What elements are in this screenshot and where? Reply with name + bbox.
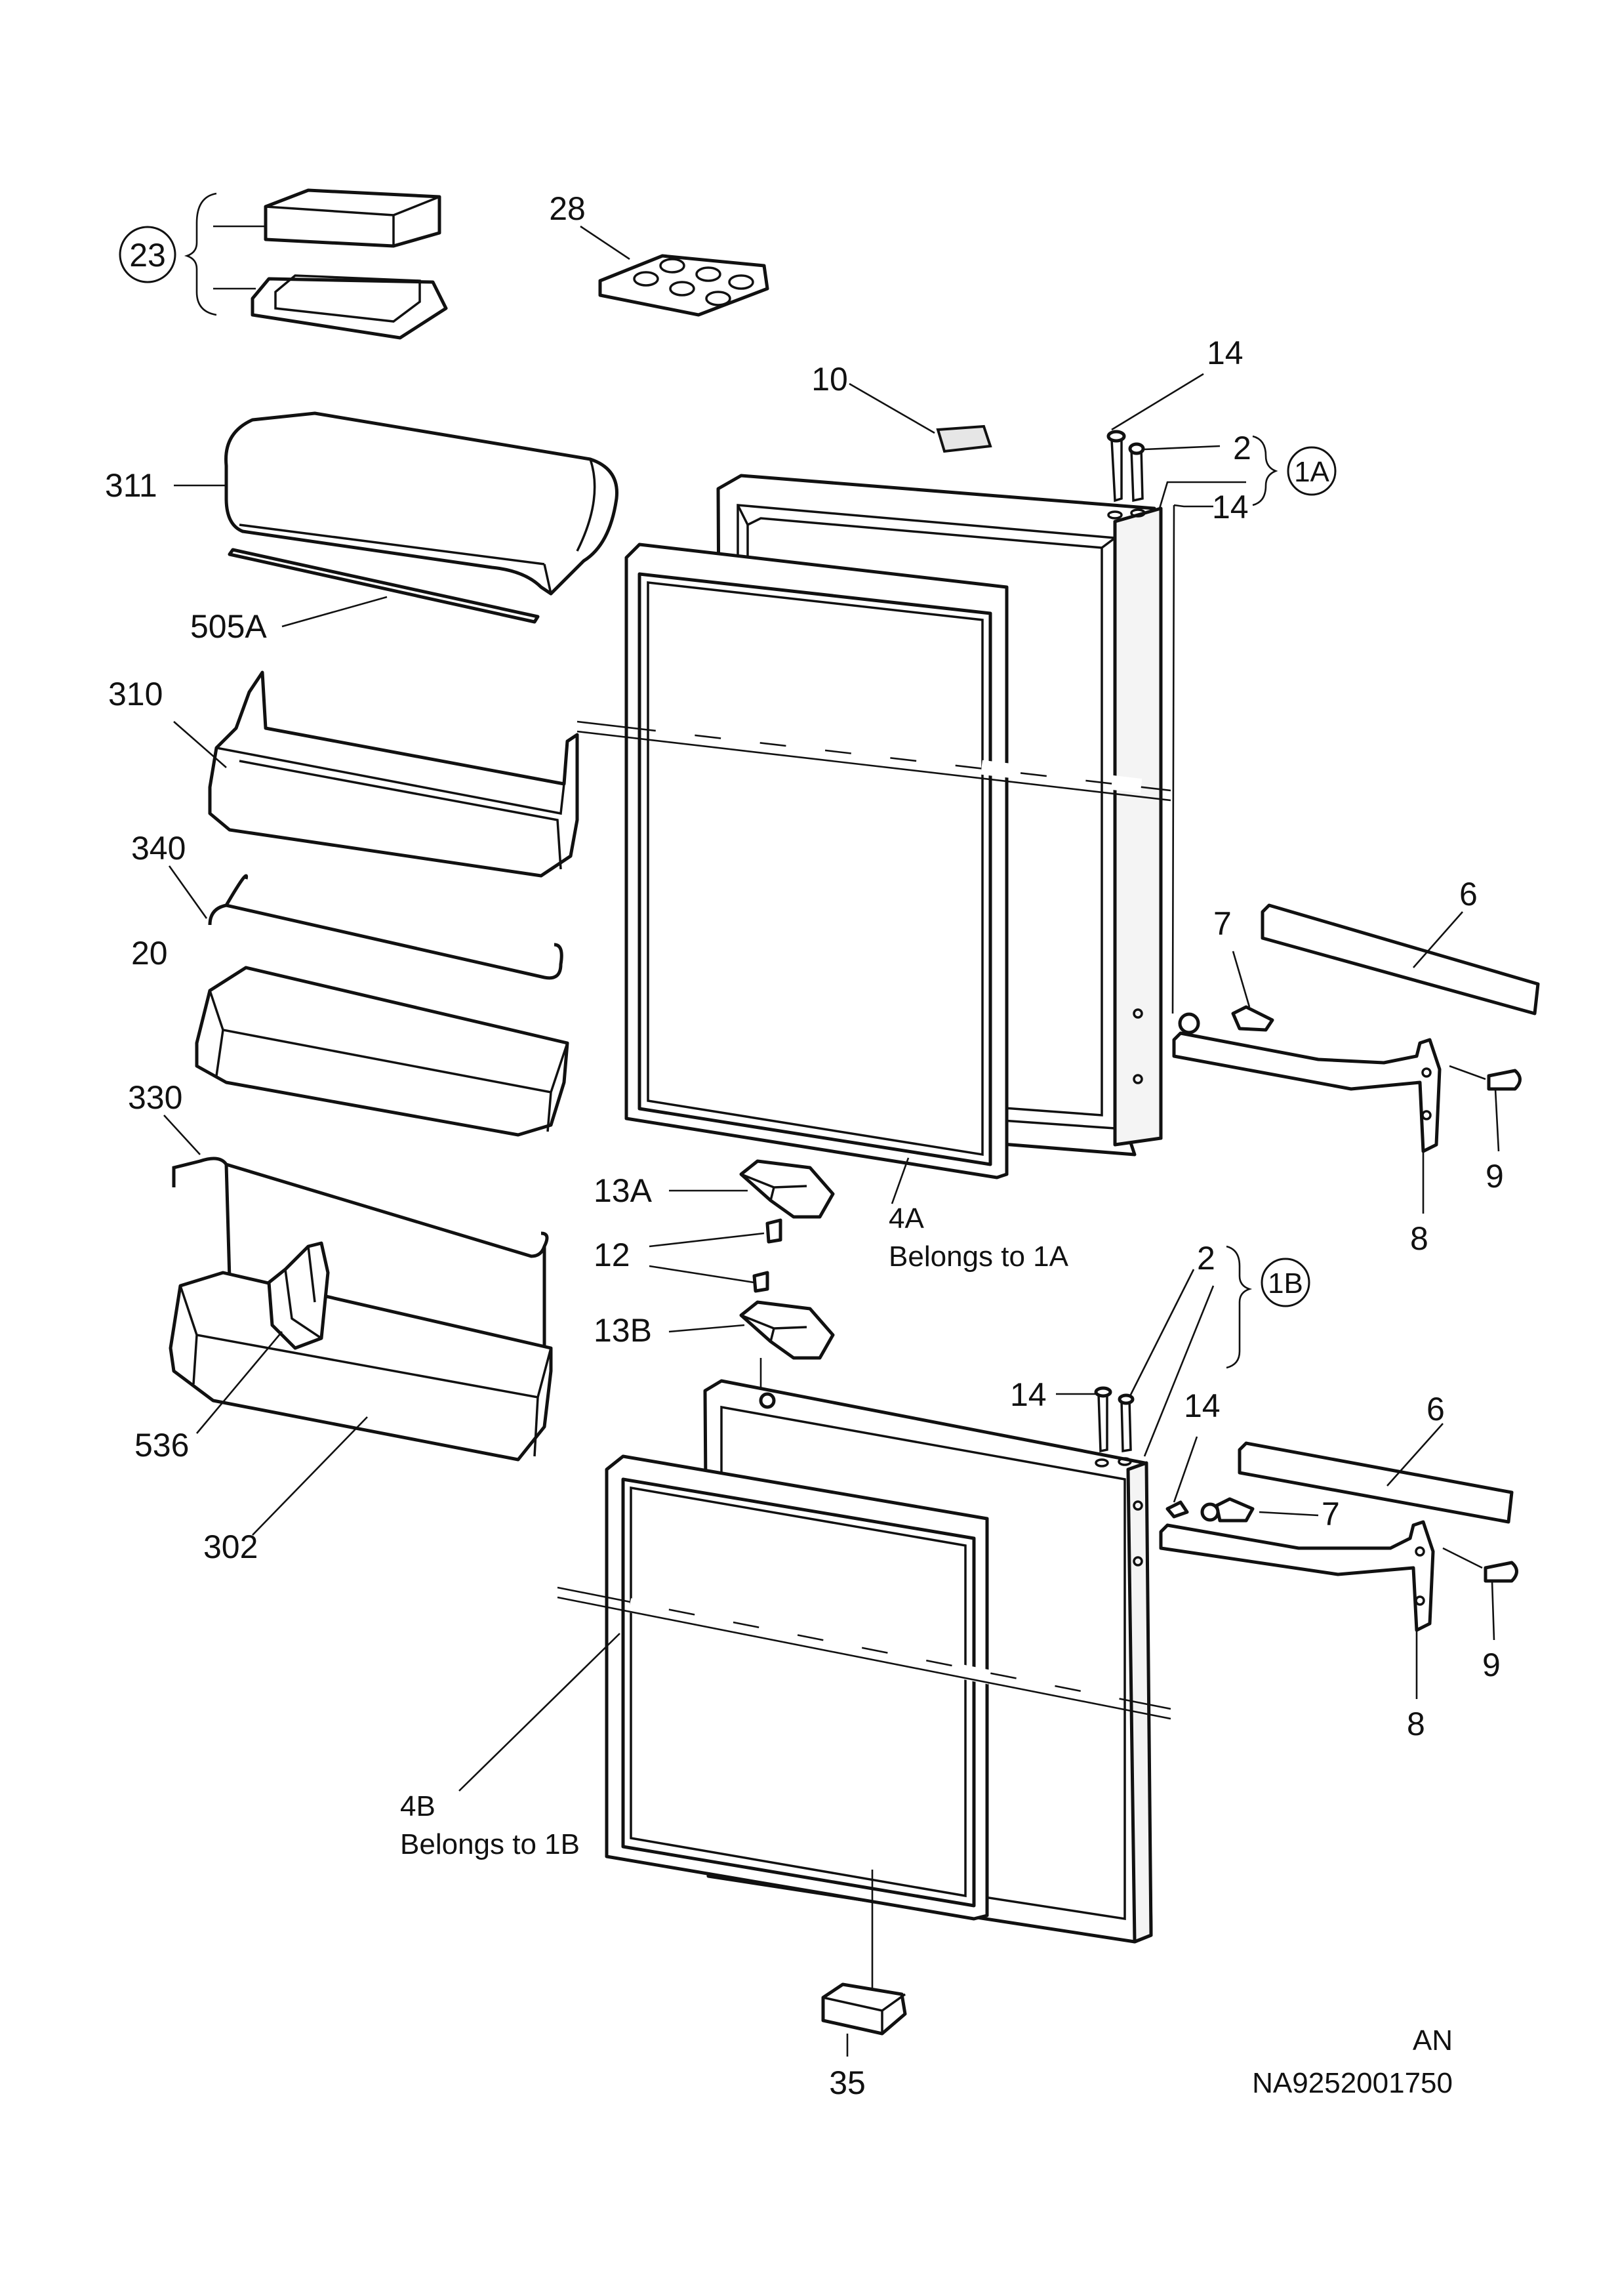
label-2-lower: 2 [1197, 1240, 1215, 1277]
part-311-dairy-cover [174, 411, 618, 596]
break-gap-lower [628, 1598, 1143, 1715]
label-20: 20 [131, 935, 168, 972]
label-1a: 1A [1294, 456, 1329, 488]
label-340: 340 [131, 830, 186, 867]
break-line-lower-2 [557, 1596, 1171, 1720]
part-23-butter-dish [184, 188, 448, 340]
label-9-lower: 9 [1482, 1647, 1501, 1683]
label-14-lower-right: 14 [1184, 1387, 1221, 1424]
callout-circle-1b [1261, 1258, 1310, 1307]
part-340-bar [168, 865, 563, 980]
upper-hinge-set [1172, 903, 1540, 1214]
gasket-4a [624, 543, 1009, 1179]
label-4b: 4B [400, 1790, 435, 1822]
label-505a: 505A [190, 608, 267, 645]
label-536: 536 [134, 1427, 189, 1464]
break-line-upper-2 [576, 730, 1171, 802]
gasket-4b [605, 1454, 989, 1921]
part-310-door-shelf [173, 670, 579, 878]
label-310: 310 [108, 676, 163, 712]
label-8-lower: 8 [1407, 1706, 1425, 1742]
part-302-bottle-shelf [169, 1271, 553, 1462]
label-23: 23 [129, 237, 166, 274]
screws-top-1a [1106, 373, 1278, 1014]
label-4a: 4A [889, 1202, 924, 1235]
label-7-upper: 7 [1213, 905, 1232, 942]
break-gap-upper [655, 722, 1143, 793]
callout-circle-1a [1287, 446, 1337, 496]
label-14-top: 14 [1207, 335, 1244, 371]
label-311: 311 [105, 467, 157, 504]
label-8-upper: 8 [1410, 1220, 1428, 1257]
label-2-upper: 2 [1233, 430, 1251, 466]
label-13a: 13A [594, 1172, 653, 1209]
label-13b: 13B [594, 1312, 652, 1349]
document-number: NA9252001750 [1252, 2067, 1453, 2099]
label-28: 28 [549, 190, 586, 227]
label-4b-note: Belongs to 1B [400, 1828, 580, 1860]
label-14-lower-left: 14 [1010, 1376, 1047, 1413]
screws-top-1b [1056, 1245, 1253, 1519]
label-330: 330 [128, 1079, 182, 1116]
label-9-upper: 9 [1486, 1158, 1504, 1195]
label-7-lower: 7 [1322, 1496, 1340, 1532]
leader-4b [458, 1633, 620, 1792]
part-20-door-shelf [195, 966, 569, 1137]
label-14-upper-second: 14 [1212, 489, 1249, 525]
label-302: 302 [203, 1528, 258, 1565]
label-6-lower: 6 [1426, 1391, 1445, 1427]
label-6-upper: 6 [1459, 876, 1478, 912]
label-10: 10 [811, 361, 848, 398]
part-35-door-stop [821, 1870, 907, 2057]
part-28-egg-tray [580, 225, 769, 317]
language-code: AN [1413, 2024, 1453, 2057]
part-505a-strip [228, 548, 540, 628]
label-12: 12 [594, 1237, 630, 1273]
part-536-divider [196, 1241, 330, 1434]
center-hinge-assembly [649, 1159, 835, 1397]
leader-4a [891, 1157, 910, 1204]
label-1b: 1B [1268, 1267, 1303, 1300]
part-10-plate [849, 382, 992, 453]
leader-302 [252, 1416, 368, 1536]
label-4a-note: Belongs to 1A [889, 1240, 1069, 1273]
label-35: 35 [829, 2064, 866, 2101]
callout-circle-23 [119, 226, 176, 283]
part-330-bar [163, 1115, 549, 1364]
lower-hinge-set [1159, 1423, 1518, 1699]
